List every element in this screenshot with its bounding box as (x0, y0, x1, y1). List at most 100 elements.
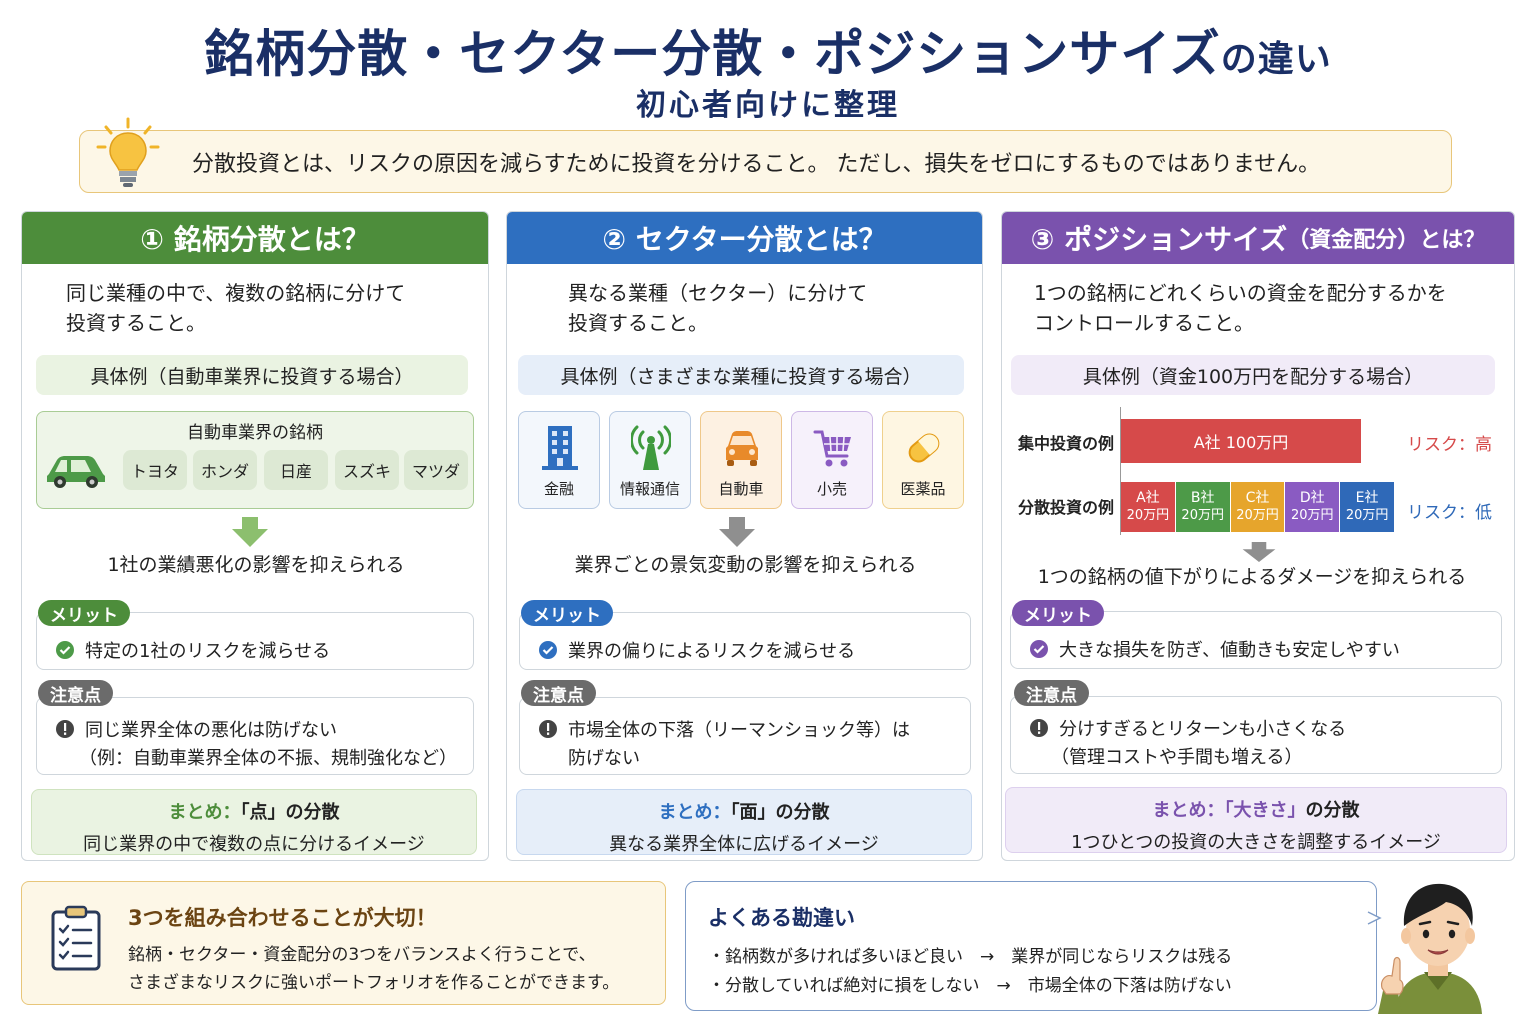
panel3-result: 1つの銘柄の値下がりによるダメージを抑えられる (1037, 566, 1467, 588)
segment-a-label: A社 (1136, 490, 1160, 506)
segment-a: A社 20万円 (1121, 482, 1175, 532)
panel3-summary-prefix: まとめ： (1152, 800, 1225, 821)
capsule-icon (908, 433, 940, 463)
sector-telecom-label: 情報通信 (619, 480, 680, 498)
panel3-title-end: とは？ (1419, 228, 1486, 253)
panel-position-size: ③ ポジションサイズ（資金配分）とは？ 1つの銘柄にどれくらいの資金を配分するか… (1001, 211, 1515, 861)
diversified-label: 分散投資の例 (1018, 498, 1115, 517)
page-subtitle: 初心者向けに整理 (636, 88, 900, 123)
sector-retail: 小売 (791, 411, 873, 509)
arrow-down-icon (719, 517, 755, 547)
panel3-title-main: ③ ポジションサイズ (1030, 223, 1288, 256)
title-main: 銘柄分散・セクター分散・ポジションサイズ (204, 25, 1221, 83)
building-icon (542, 426, 578, 470)
stock-chip-toyota: トヨタ (123, 450, 187, 490)
panel2-caution-tag: 注意点 (521, 680, 596, 706)
risk-high-label: リスク：高 (1407, 435, 1492, 455)
check-circle-icon (539, 641, 557, 659)
panel2-example-label: 具体例（さまざまな業種に投資する場合） (518, 355, 964, 395)
misconceptions-box: よくある勘違い ・銘柄数が多ければ多いほど良い → 業界が同じならリスクは残る … (685, 881, 1377, 1011)
panel2-summary: まとめ：「面」の分散 異なる業界全体に広げるイメージ (516, 789, 972, 855)
segment-d-label: D社 (1299, 490, 1325, 506)
sector-pharma-label: 医薬品 (900, 480, 946, 498)
panel2-title: ② セクター分散とは？ (507, 212, 982, 264)
auto-stocks-caption: 自動車業界の銘柄 (187, 423, 323, 443)
misconceptions-heading: よくある勘違い (708, 906, 855, 930)
combination-heading: 3つを組み合わせることが大切！ (128, 906, 437, 930)
panel1-summary-suffix: の分散 (285, 802, 340, 823)
misconception-2: ・分散していれば絶対に損をしない → 市場全体の下落は防げない (708, 976, 1232, 996)
combination-box: 3つを組み合わせることが大切！ 銘柄・セクター・資金配分の3つをバランスよく行う… (21, 881, 666, 1005)
exclamation-icon (539, 720, 557, 738)
panel1-desc: 同じ業種の中で、複数の銘柄に分けて 投資すること。 (66, 278, 405, 338)
segment-e-label: E社 (1355, 490, 1379, 506)
panel3-summary-suffix: の分散 (1305, 800, 1360, 821)
panel2-summary-prefix: まとめ： (658, 802, 731, 823)
panel2-merit-tag: メリット (521, 600, 613, 626)
sector-auto-label: 自動車 (718, 480, 764, 498)
panel1-desc-line2: 投資すること。 (66, 311, 206, 335)
page-title: 銘柄分散・セクター分散・ポジションサイズの違い (0, 14, 1536, 86)
title-suffix: の違い (1220, 39, 1332, 80)
panel3-title: ③ ポジションサイズ（資金配分）とは？ (1002, 212, 1514, 264)
bar-concentrated-a: A社 100万円 (1121, 419, 1361, 463)
panel1-caution-card: 同じ業界全体の悪化は防げない （例：自動車業界全体の不振、規制強化など） (36, 697, 474, 775)
panel1-caution-tag: 注意点 (38, 680, 113, 706)
panel3-caution-line1: 分けすぎるとリターンも小さくなる (1059, 719, 1347, 740)
panel1-desc-line1: 同じ業種の中で、複数の銘柄に分けて (66, 281, 406, 305)
panel1-summary-key: 「点」 (240, 802, 286, 823)
concentrated-label: 集中投資の例 (1018, 434, 1115, 453)
arrow-down-icon (1242, 542, 1276, 562)
intro-text: 分散投資とは、リスクの原因を減らすために投資を分けること。 ただし、損失をゼロに… (192, 151, 1321, 177)
panel-stock-diversification: ① 銘柄分散とは？ 同じ業種の中で、複数の銘柄に分けて 投資すること。 具体例（… (21, 211, 489, 861)
panel-sector-diversification: ② セクター分散とは？ 異なる業種（セクター）に分けて 投資すること。 具体例（… (506, 211, 983, 861)
lightbulb-icon (96, 117, 160, 187)
arrow-down-icon (232, 517, 268, 547)
combination-line2: さまざまなリスクに強いポートフォリオを作ることができます。 (128, 973, 620, 993)
panel2-caution-card: 市場全体の下落（リーマンショック等）は 防げない (519, 697, 971, 775)
panel1-merit-text: 特定の1社のリスクを減らせる (85, 641, 331, 662)
exclamation-icon (56, 720, 74, 738)
intro-banner: 分散投資とは、リスクの原因を減らすために投資を分けること。 ただし、損失をゼロに… (79, 117, 1452, 193)
panel2-merit-text: 業界の偏りによるリスクを減らせる (568, 641, 856, 662)
clipboard-icon (51, 905, 101, 971)
car-front-icon (726, 431, 758, 466)
stock-chip-suzuki: スズキ (335, 450, 399, 490)
segment-c-label: C社 (1245, 490, 1270, 506)
sector-finance-label: 金融 (543, 480, 574, 498)
panel3-desc-line2: コントロールすること。 (1034, 311, 1254, 335)
panel2-caution-line2: 防げない (568, 748, 640, 769)
segment-a-amount: 20万円 (1126, 508, 1170, 523)
shopping-cart-icon (813, 430, 851, 467)
panel2-summary-text: 異なる業界全体に広げるイメージ (609, 834, 879, 855)
segment-b-amount: 20万円 (1181, 508, 1224, 523)
panel1-result: 1社の業績悪化の影響を抑えられる (107, 554, 405, 576)
panel2-result: 業界ごとの景気変動の影響を抑えられる (574, 554, 917, 576)
panel2-desc-line2: 投資すること。 (568, 311, 708, 335)
panel3-summary: まとめ：「大きさ」の分散 1つひとつの投資の大きさを調整するイメージ (1005, 787, 1507, 853)
panel1-caution-line1: 同じ業界全体の悪化は防げない (85, 720, 337, 741)
risk-low-label: リスク：低 (1407, 503, 1492, 523)
panel1-summary-prefix: まとめ： (168, 802, 241, 823)
panel3-merit-tag: メリット (1012, 600, 1104, 626)
panel3-summary-key: 「大きさ」 (1224, 800, 1306, 821)
car-icon (47, 456, 105, 488)
segment-c: C社 20万円 (1230, 482, 1285, 532)
misconception-1: ・銘柄数が多ければ多いほど良い → 業界が同じならリスクは残る (708, 947, 1233, 967)
sector-pharma: 医薬品 (882, 411, 964, 509)
panel2-summary-key: 「面」 (730, 802, 776, 823)
segment-c-amount: 20万円 (1236, 508, 1279, 523)
panel1-caution-line2: （例：自動車業界全体の不振、規制強化など） (79, 748, 457, 769)
panel2-caution-line1: 市場全体の下落（リーマンショック等）は (568, 720, 910, 741)
check-circle-icon (1030, 640, 1048, 658)
panel2-desc: 異なる業種（セクター）に分けて 投資すること。 (568, 278, 867, 338)
panel3-caution-tag: 注意点 (1014, 680, 1089, 706)
panel3-desc-line1: 1つの銘柄にどれくらいの資金を配分するかを (1034, 281, 1447, 305)
panel2-desc-line1: 異なる業種（セクター）に分けて (568, 281, 868, 305)
auto-stocks-box: 自動車業界の銘柄 トヨタ ホンダ 日産 スズキ マツダ (36, 411, 474, 509)
panel2-summary-suffix: の分散 (775, 802, 830, 823)
panel3-example-label: 具体例（資金100万円を配分する場合） (1011, 355, 1495, 395)
